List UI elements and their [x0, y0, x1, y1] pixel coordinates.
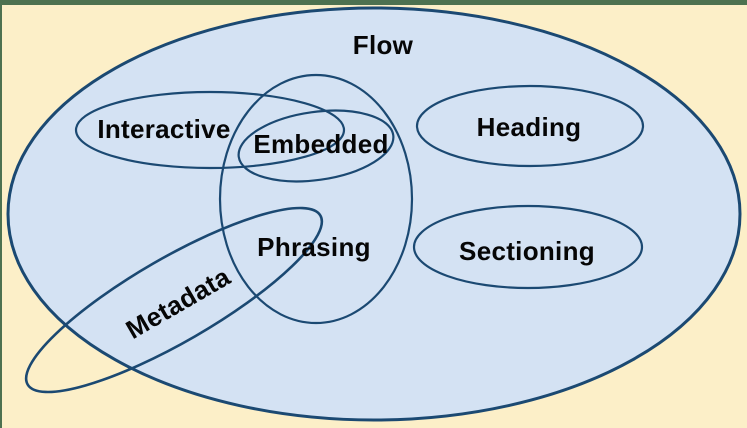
phrasing-set-ellipse [218, 73, 414, 325]
interactive-label: Interactive [97, 114, 231, 144]
interactive-set-ellipse [74, 90, 346, 170]
embedded-label: Embedded [253, 129, 389, 159]
embedded-set-ellipse [237, 109, 395, 183]
heading-set-ellipse [415, 84, 645, 168]
metadata-set-ellipse [24, 206, 324, 394]
heading-label: Heading [476, 112, 582, 142]
frame-left-edge [0, 0, 2, 428]
flow-label: Flow [352, 30, 414, 60]
frame-top-edge [0, 0, 747, 5]
sectioning-set-ellipse [412, 204, 644, 290]
sectioning-label: Sectioning [459, 236, 595, 266]
flow-set-ellipse [6, 6, 742, 422]
phrasing-label: Phrasing [257, 232, 371, 262]
